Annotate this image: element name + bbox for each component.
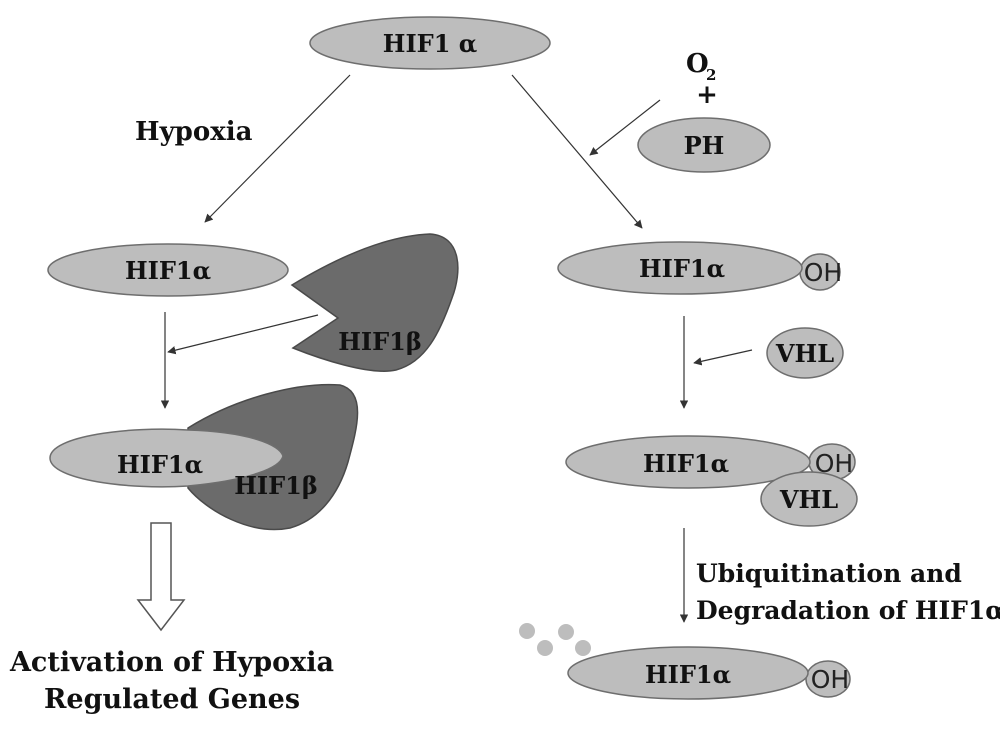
degraded-oh-label: OH <box>811 665 849 694</box>
arrow-hif1b-binding <box>167 314 319 355</box>
arrow-ph-input <box>589 99 661 156</box>
left-hif1a-label: HIF1α <box>125 256 211 285</box>
left-hif1a-node: HIF1α <box>47 243 289 297</box>
left-hif1b-node: HIF1β <box>290 233 459 372</box>
complex-hif1a-label: HIF1α <box>117 450 203 479</box>
right-hif1a-label: HIF1α <box>639 254 725 283</box>
right-oh-label: OH <box>804 258 842 287</box>
activation-line1: Activation of Hypoxia <box>9 647 334 678</box>
ubiquitination-line2: Degradation of HIF1α <box>696 596 1000 625</box>
vhl-label: VHL <box>775 339 834 368</box>
complex-hif1b-label: HIF1β <box>234 471 318 500</box>
left-hif1b-label: HIF1β <box>338 327 422 356</box>
arrow-vhl-binding <box>693 349 753 366</box>
degraded-hif1a-label: HIF1α <box>645 660 731 689</box>
hif1-complex: HIF1α HIF1β <box>49 383 359 531</box>
bound-vhl-label: VHL <box>779 485 838 514</box>
vhl-node: VHL <box>766 327 844 379</box>
plus-sign: + <box>696 80 718 110</box>
ph-label: PH <box>684 131 725 160</box>
degraded-hif1a-oh-node: HIF1α OH <box>567 646 851 700</box>
top-hif1a-label: HIF1 α <box>383 29 477 58</box>
arrow-hydroxylation-path <box>511 74 643 229</box>
hypoxia-label: Hypoxia <box>135 117 253 147</box>
ph-node: PH <box>637 117 771 173</box>
svg-text:O: O <box>686 49 709 79</box>
ubiquitination-line1: Ubiquitination and <box>696 559 962 588</box>
activation-line2: Regulated Genes <box>44 684 300 715</box>
arrow-hypoxia-path <box>204 74 351 223</box>
right-hif1a-oh-node: HIF1α OH <box>557 241 842 295</box>
bound-oh-label: OH <box>815 449 853 478</box>
hif1a-oh-vhl-complex: HIF1α OH VHL <box>565 435 858 527</box>
o2-label: O 2 <box>686 49 716 84</box>
degradation-fragments <box>519 623 591 656</box>
svg-text:2: 2 <box>706 66 716 84</box>
top-hif1a-node: HIF1 α <box>309 16 551 70</box>
activation-outline-arrow <box>136 522 186 632</box>
bound-hif1a-label: HIF1α <box>643 449 729 478</box>
